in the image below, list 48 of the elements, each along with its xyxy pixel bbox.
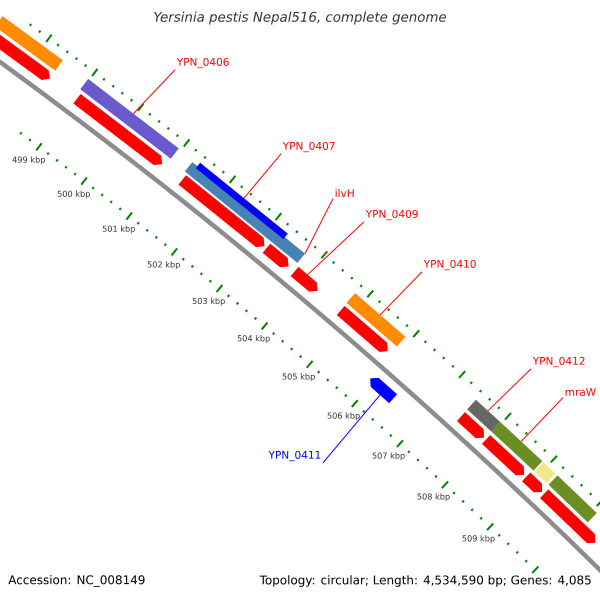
scale-label: 501 kbp xyxy=(102,225,135,234)
leader-line xyxy=(304,198,334,254)
gene-label: YPN_0406 xyxy=(176,58,229,68)
leader-line xyxy=(307,221,364,276)
gene-block xyxy=(73,94,162,166)
gene-block xyxy=(178,175,264,248)
gene-bar xyxy=(80,78,179,159)
scale-label: 509 kbp xyxy=(462,535,495,544)
leader-line xyxy=(380,271,422,316)
gene-bar xyxy=(548,475,597,522)
gene-bar xyxy=(0,16,63,71)
scale-label: 507 kbp xyxy=(372,452,405,460)
scale-label: 500 kbp xyxy=(58,190,90,198)
gene-bar xyxy=(534,462,556,484)
scale-label: 499 kbp xyxy=(12,156,45,164)
gene-bar xyxy=(491,422,542,471)
leader-line xyxy=(520,397,564,442)
gene-block xyxy=(290,266,318,292)
gene-bar xyxy=(467,400,500,432)
gene-block xyxy=(522,472,542,492)
title: Yersinia pestis Nepal516, complete genome xyxy=(154,12,446,24)
genome-info-text: Topology: circular; Length: 4,534,590 bp; Genes: 4,085 xyxy=(260,575,591,587)
scale-label: 503 kbp xyxy=(192,298,225,306)
gene-block xyxy=(336,306,388,352)
gene-bar xyxy=(196,162,288,240)
gene-label: YPN_0407 xyxy=(282,142,335,152)
gene-label: YPN_0412 xyxy=(532,356,584,368)
accession-text: Accession: NC_008149 xyxy=(8,575,145,587)
gene-label: YPN_0410 xyxy=(424,260,476,270)
leader-line xyxy=(322,394,380,464)
gene-label: YPN_0411 xyxy=(268,450,320,462)
scale-label: 508 kbp xyxy=(418,493,450,502)
gene-block xyxy=(456,412,484,438)
gene-label: mraW xyxy=(566,388,596,396)
scale-label: 502 kbp xyxy=(148,261,180,270)
gene-block xyxy=(482,435,524,476)
gene-block xyxy=(540,489,596,544)
leader-line xyxy=(487,368,532,412)
gene-block xyxy=(262,244,289,268)
scale-label: 505 kbp xyxy=(282,373,315,382)
scale-label: 506 kbp xyxy=(328,412,360,420)
leader-line xyxy=(132,69,176,114)
gene-label: ilvH xyxy=(336,189,354,197)
scale-label: 504 kbp xyxy=(238,335,270,343)
gene-block xyxy=(370,378,398,404)
gene-bar xyxy=(346,293,406,347)
gene-label: YPN_0409 xyxy=(366,210,418,220)
leader-line xyxy=(243,153,282,199)
